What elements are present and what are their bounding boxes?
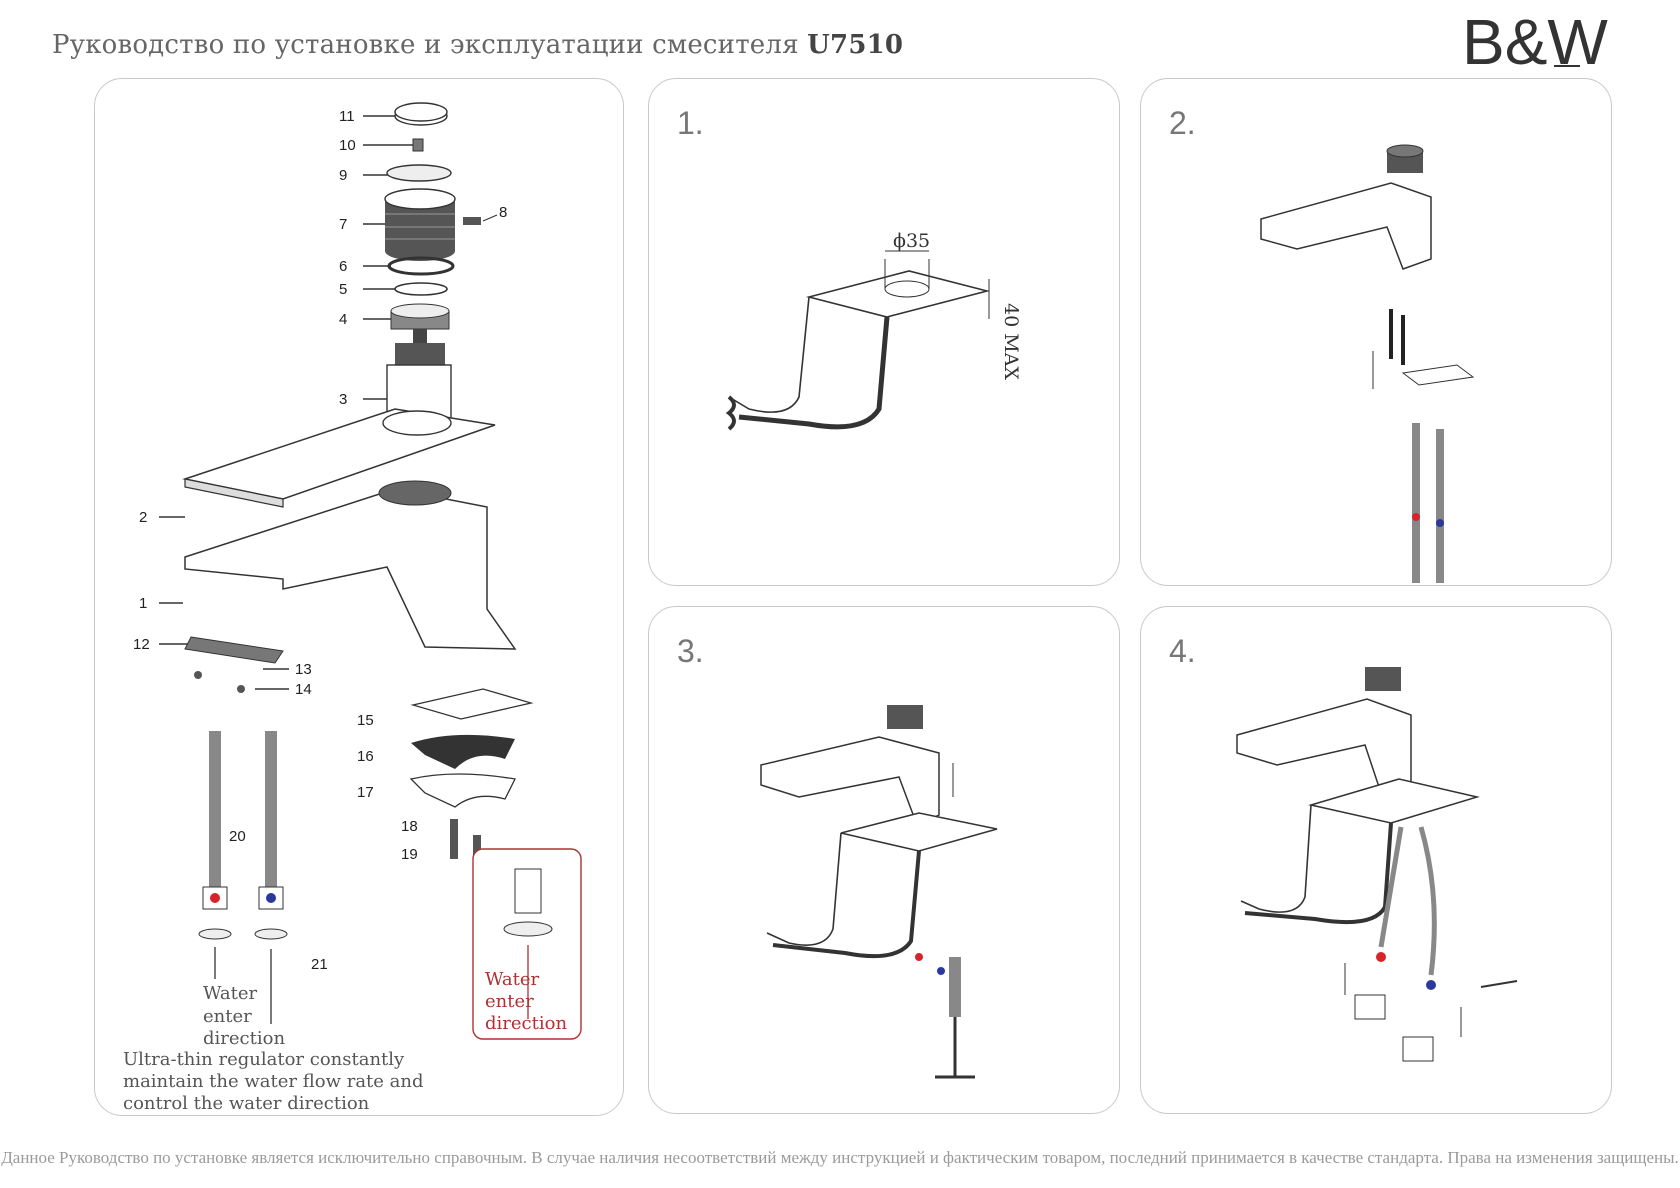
step-2-number: 2. xyxy=(1169,105,1196,141)
step-2-drawing xyxy=(1260,144,1475,583)
brand-logo: B&W xyxy=(1462,6,1608,70)
step-3-panel: 3. xyxy=(648,606,1120,1114)
hole-diameter-label: ϕ35 xyxy=(893,230,930,252)
model-number: U7510 xyxy=(807,30,904,60)
regulator-note-line3: control the water direction xyxy=(123,1093,370,1114)
part-label-18: 18 xyxy=(401,818,418,835)
max-thickness-label: 40 MAX xyxy=(1000,303,1022,380)
part-label-19: 19 xyxy=(401,846,418,863)
part-label-6: 6 xyxy=(339,258,347,275)
step-1-number: 1. xyxy=(677,105,704,141)
step-4-panel: 4. xyxy=(1140,606,1612,1114)
part-label-13: 13 xyxy=(295,661,312,678)
water-note-line2: enter xyxy=(203,1006,252,1027)
step-3-drawing xyxy=(760,705,998,1079)
regulator-note-line2: maintain the water flow rate and xyxy=(123,1071,424,1092)
part-label-3: 3 xyxy=(339,391,347,408)
step-2-panel: 2. xyxy=(1140,78,1612,586)
title-text: Руководство по установке и эксплуатации … xyxy=(52,30,799,60)
regulator-note-line1: Ultra-thin regulator constantly xyxy=(123,1049,405,1070)
step-4-number: 4. xyxy=(1169,633,1196,669)
part-label-10: 10 xyxy=(339,137,356,154)
water-note-line3: direction xyxy=(203,1028,285,1049)
part-label-21: 21 xyxy=(311,956,328,973)
part-label-9: 9 xyxy=(339,167,347,184)
part-label-16: 16 xyxy=(357,748,374,765)
step-1-panel: 1. ϕ35 40 MAX xyxy=(648,78,1120,586)
inset-note-line3: direction xyxy=(485,1013,567,1034)
part-label-5: 5 xyxy=(339,281,347,298)
step-4-drawing xyxy=(1236,667,1518,1062)
part-label-7: 7 xyxy=(339,216,347,233)
water-note-line1: Water xyxy=(203,983,258,1004)
part-label-8: 8 xyxy=(499,204,507,221)
exploded-view-panel: 11 10 9 8 7 6 5 4 3 2 1 12 13 14 15 16 1… xyxy=(94,78,624,1116)
part-label-14: 14 xyxy=(295,681,312,698)
part-label-12: 12 xyxy=(133,636,150,653)
part-label-1: 1 xyxy=(139,595,147,612)
part-label-17: 17 xyxy=(357,784,374,801)
part-label-2: 2 xyxy=(139,509,147,526)
step-1-drawing: ϕ35 40 MAX xyxy=(725,230,1022,431)
part-label-11: 11 xyxy=(339,108,355,125)
footer-disclaimer: Данное Руководство по установке является… xyxy=(1,1148,1679,1167)
exploded-view-drawing: 11 10 9 8 7 6 5 4 3 2 1 12 13 14 15 16 1… xyxy=(123,102,582,1114)
part-label-15: 15 xyxy=(357,712,374,729)
part-label-20: 20 xyxy=(229,828,246,845)
inset-note-line1: Water xyxy=(485,969,540,990)
inset-note-line2: enter xyxy=(485,991,534,1012)
step-3-number: 3. xyxy=(677,633,704,669)
logo-letters: B&W xyxy=(1462,6,1608,70)
page-title: Руководство по установке и эксплуатации … xyxy=(52,30,903,60)
part-label-4: 4 xyxy=(339,311,347,328)
